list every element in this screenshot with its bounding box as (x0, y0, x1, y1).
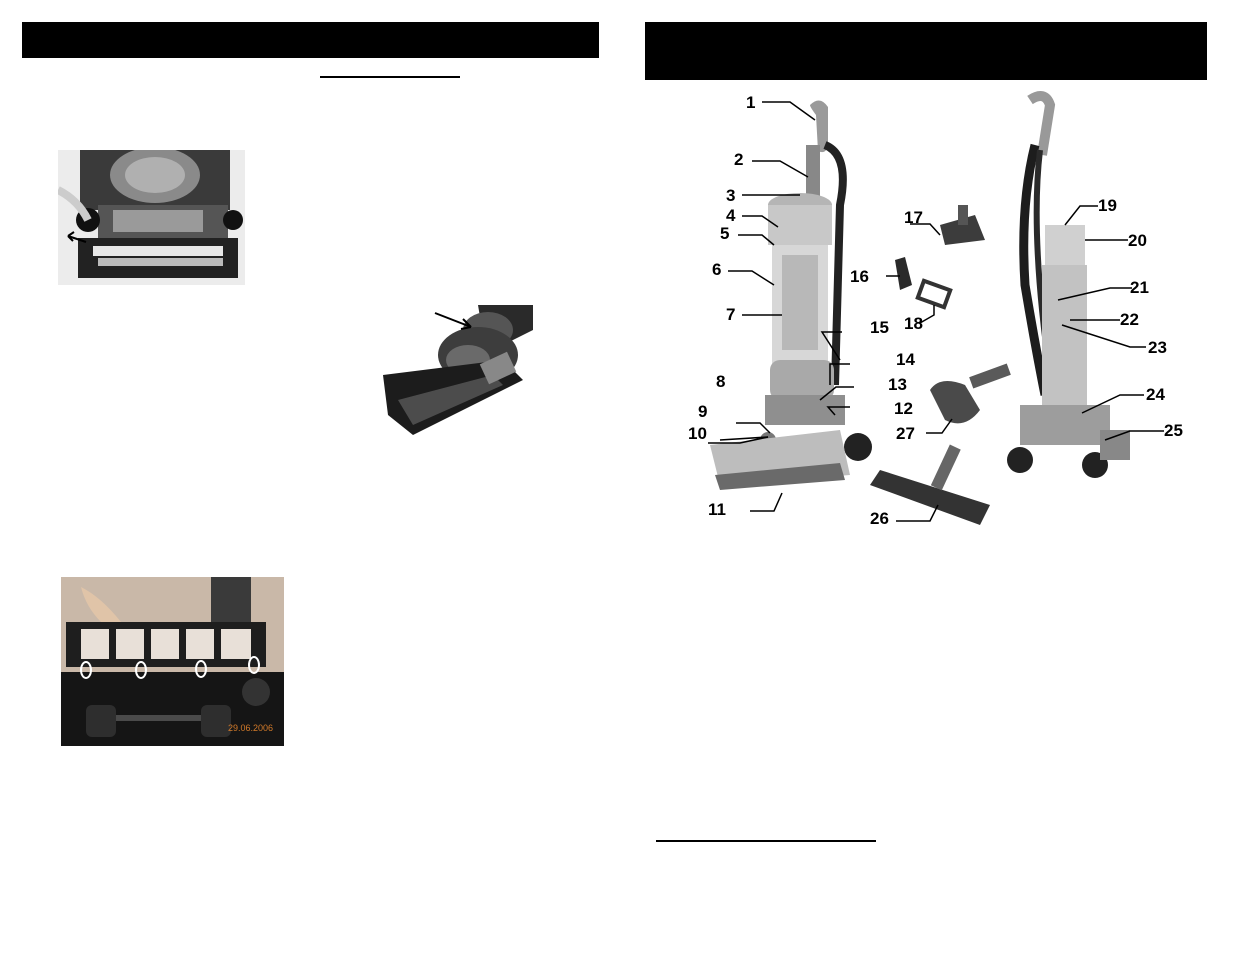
callout-11: 11 (708, 500, 726, 519)
photo-date-stamp: 29.06.2006 (228, 723, 274, 733)
callout-16: 16 (850, 267, 869, 286)
photo-base-plate-tabs: 29.06.2006 (61, 577, 284, 746)
photo-nozzle-arrow (383, 305, 533, 440)
callout-9: 9 (698, 402, 708, 421)
callout-7: 7 (726, 305, 736, 324)
callout-12: 12 (894, 399, 913, 418)
callout-27: 27 (896, 424, 915, 443)
callout-13: 13 (888, 375, 907, 394)
left-header-bar (22, 22, 599, 58)
accessories (870, 205, 1011, 525)
callout-24: 24 (1146, 385, 1165, 404)
callout-3: 3 (726, 186, 736, 205)
callout-22: 22 (1120, 310, 1139, 329)
callout-17: 17 (904, 208, 923, 227)
vacuum-side-view (1007, 91, 1130, 478)
vacuum-front-view (710, 100, 872, 490)
callout-2: 2 (734, 150, 744, 169)
callout-1: 1 (746, 93, 756, 112)
callout-26: 26 (870, 509, 889, 528)
vacuum-parts-diagram: 1 2 3 4 5 6 7 8 9 10 11 12 13 14 15 16 1… (688, 85, 1210, 545)
callout-10: 10 (688, 424, 707, 443)
callout-5: 5 (720, 224, 730, 243)
callout-6: 6 (712, 260, 722, 279)
callout-25: 25 (1164, 421, 1183, 440)
callout-14: 14 (896, 350, 915, 369)
photo-base-plate-removal (58, 150, 245, 285)
callout-18: 18 (904, 314, 923, 333)
callout-19: 19 (1098, 196, 1117, 215)
callout-20: 20 (1128, 231, 1147, 250)
right-header-bar (645, 22, 1207, 80)
callout-21: 21 (1130, 278, 1149, 297)
callout-23: 23 (1148, 338, 1167, 357)
right-section-underline (656, 840, 876, 842)
callout-15: 15 (870, 318, 889, 337)
callout-8: 8 (716, 372, 726, 391)
callout-4: 4 (726, 206, 736, 225)
left-section-underline (320, 76, 460, 78)
